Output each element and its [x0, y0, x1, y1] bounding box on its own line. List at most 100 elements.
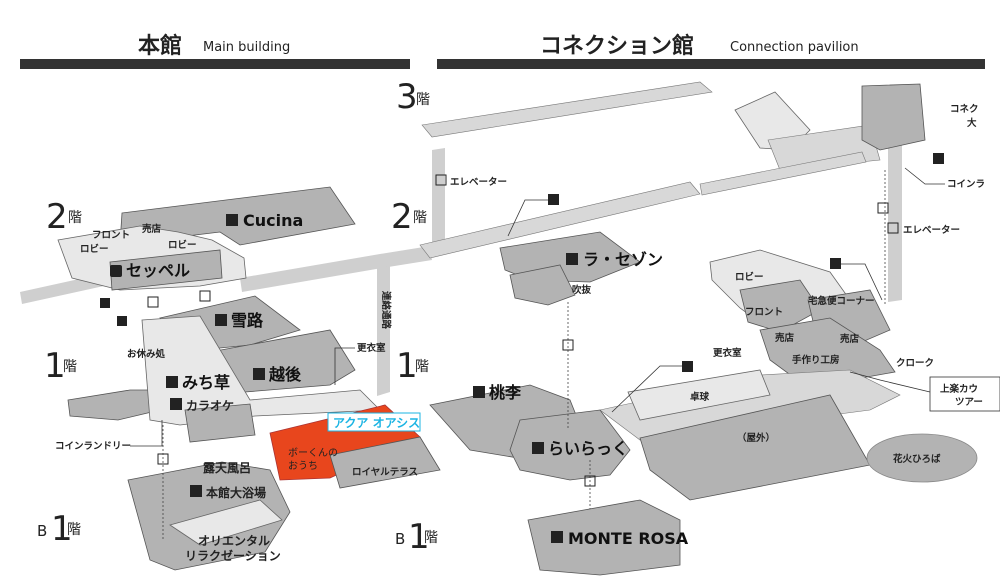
floor-2-left-suffix: 階 — [68, 210, 82, 226]
main-b1: 露天風呂 本館大浴場 オリエンタル リラクゼーション — [127, 425, 291, 571]
aqua-oasis-logo: アクア オアシス — [333, 416, 420, 430]
floor-label-2-right: 2 階 — [391, 197, 427, 237]
label-oriental-2: リラクゼーション — [185, 548, 281, 563]
label-main-bath: 本館大浴場 — [206, 485, 266, 500]
label-cucina: Cucina — [243, 211, 303, 230]
karaoke-icon — [170, 398, 182, 410]
label-hanabi: 花火ひろば — [893, 453, 941, 465]
restroom-icon — [682, 361, 693, 372]
aqua-oasis[interactable]: アクア オアシス ボーくんの おうち ロイヤルテラス — [269, 404, 441, 489]
restaurant-rairakku[interactable]: らいらっく — [532, 439, 628, 458]
restaurant-cucina[interactable]: Cucina — [226, 211, 303, 230]
main-1f: 雪路 越後 みち草 カラオケ お休み処 コインランドリー 更衣室 連絡通路 — [55, 291, 392, 465]
label-fukinuke: 吹抜 — [572, 284, 592, 296]
label-seppel: セッペル — [126, 261, 190, 280]
cafe-icon — [110, 265, 122, 277]
label-echigo: 越後 — [268, 365, 302, 384]
floor-b1-left-prefix: B — [37, 522, 47, 540]
restaurant-icon — [226, 214, 238, 226]
label-bo-kun-2: おうち — [288, 460, 318, 472]
main-building-title-jp: 本館 — [138, 33, 182, 59]
label-shop: 売店 — [142, 223, 162, 235]
floor-b1-left-suffix: 階 — [67, 522, 81, 538]
restaurant-icon — [551, 531, 563, 543]
karaoke[interactable]: カラオケ — [170, 398, 234, 413]
restaurant-michikusa[interactable]: みち草 — [166, 373, 230, 392]
main-bath[interactable]: 本館大浴場 — [190, 485, 266, 500]
main-building-header-bar — [20, 59, 410, 69]
floor-2-right-suffix: 階 — [413, 210, 427, 226]
label-monte-rosa: MONTE ROSA — [568, 529, 689, 548]
main-building-title-en: Main building — [203, 40, 290, 55]
restaurant-icon — [215, 314, 227, 326]
stairs-icon — [877, 202, 889, 214]
leader-line — [849, 371, 931, 393]
restaurant-icon — [166, 376, 178, 388]
floor-label-2-left: 2 階 — [46, 197, 82, 237]
leader-line — [130, 420, 163, 447]
connection-2f: ラ・セゾン 吹抜 エレベーター — [419, 151, 960, 306]
building-block — [184, 403, 256, 443]
floor-1-left-suffix: 階 — [63, 359, 77, 375]
tour-sign — [929, 376, 1000, 412]
restaurant-echigo[interactable]: 越後 — [253, 365, 302, 384]
floor-label-1-right: 1 階 — [396, 346, 429, 386]
label-changing-room: 更衣室 — [357, 342, 386, 354]
label-tokiri: 桃李 — [489, 383, 522, 402]
aqua-logo-box — [327, 412, 421, 432]
label-front: フロント — [92, 230, 130, 241]
building-block — [67, 389, 161, 421]
connection-title-jp: コネクション館 — [540, 33, 694, 59]
floor-b1-right-prefix: B — [395, 530, 405, 548]
label-table-tennis: 卓球 — [690, 391, 710, 403]
floor-b1-left-number: 1 — [51, 509, 73, 549]
restaurant-la-saison[interactable]: ラ・セゾン — [566, 250, 663, 269]
label-elevator-left: エレベーター — [450, 176, 507, 188]
label-coin-laundry-right: コインラ — [947, 179, 985, 190]
label-coin-laundry: コインランドリー — [55, 441, 131, 452]
stairs-icon — [584, 475, 596, 487]
floor-label-b1-left: B 1 階 — [37, 509, 81, 549]
floor-b1-right-suffix: 階 — [424, 530, 438, 546]
restaurant-yukiji[interactable]: 雪路 — [215, 311, 264, 330]
connection-header-bar — [437, 59, 985, 69]
passage-2f-link — [240, 246, 432, 292]
leader-line — [507, 199, 548, 237]
label-cloak: クローク — [896, 358, 934, 369]
floor-2-right-number: 2 — [391, 197, 413, 237]
label-changing-room-right: 更衣室 — [713, 347, 742, 359]
floor-1-right-suffix: 階 — [415, 359, 429, 375]
floor-1-left-number: 1 — [44, 346, 66, 386]
label-tour-1: 上楽カウ — [940, 383, 978, 395]
connection-b1: MONTE ROSA — [527, 499, 689, 576]
restaurant-seppel[interactable]: セッペル — [110, 261, 190, 280]
restroom-icon — [830, 258, 841, 269]
main-2f: 売店 フロント ロビー ロビー Cucina セッペル — [57, 186, 356, 308]
stairs-icon — [562, 339, 574, 351]
label-shop-right-2: 売店 — [840, 333, 860, 345]
restaurant-icon — [532, 442, 544, 454]
leader-line — [334, 347, 355, 385]
label-front-right: フロント — [745, 307, 783, 318]
elevator-icon — [887, 222, 899, 234]
outdoor-area — [639, 394, 871, 501]
table-tennis-area — [627, 369, 771, 421]
passage-3f-2f — [432, 148, 445, 248]
restaurant-monte-rosa[interactable]: MONTE ROSA — [551, 529, 689, 548]
leader-line — [841, 263, 883, 301]
bath-area — [169, 499, 283, 546]
building-block — [109, 249, 223, 291]
floor-2-left-number: 2 — [46, 197, 68, 237]
label-takkyubin: 宅急便コーナー — [808, 295, 875, 307]
label-yukiji: 雪路 — [231, 311, 264, 330]
fireworks-plaza — [866, 433, 978, 483]
bath-icon — [190, 485, 202, 497]
restaurant-tori[interactable]: 桃李 — [473, 383, 522, 402]
restroom-icon — [548, 194, 559, 205]
label-lobby-2: ロビー — [168, 239, 197, 251]
label-rairakku: らいらっく — [548, 439, 628, 458]
corridor-2f — [419, 181, 701, 259]
restaurant-icon — [473, 386, 485, 398]
label-connection-grand-1: コネク — [950, 104, 979, 115]
